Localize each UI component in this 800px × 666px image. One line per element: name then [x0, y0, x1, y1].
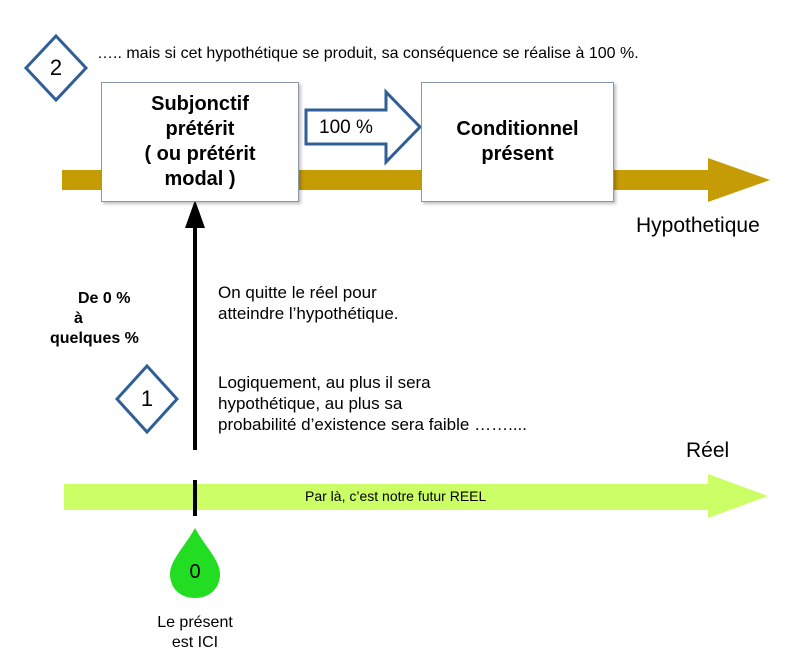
step1-diamond	[114, 363, 180, 435]
step1-number: 1	[140, 386, 154, 411]
step2-diamond	[23, 33, 89, 103]
vertical-arrow-head	[185, 200, 205, 228]
box-left-line: Subjonctif	[151, 93, 249, 115]
note1-line: atteindre l’hypothétique.	[218, 304, 399, 323]
box-right-line: Conditionnel	[456, 118, 579, 140]
probability-range-label: De 0 % à quelques %	[50, 289, 160, 349]
note1-line: On quitte le réel pour	[218, 283, 377, 302]
note2-line: Logiquement, au plus il sera	[218, 373, 431, 392]
present-caption: Le présent est ICI	[130, 613, 260, 653]
range-line: à	[74, 310, 83, 327]
transition-arrow-100	[304, 88, 423, 166]
box-left-line: modal )	[164, 168, 236, 190]
step2-number: 2	[49, 55, 63, 80]
note2-line: probabilité d’existence sera faible ……..…	[218, 415, 527, 434]
note2-line: hypothétique, au plus sa	[218, 394, 403, 413]
real-axis-arrow	[64, 474, 768, 518]
real-axis-label: Réel	[686, 439, 730, 462]
probability-note: Logiquement, au plus il sera hypothétiqu…	[218, 372, 527, 435]
range-line: De 0 %	[78, 290, 131, 307]
present-marker-number: 0	[189, 561, 201, 583]
present-caption-line: Le présent	[157, 614, 233, 631]
box-conditionnel-present: Conditionnel présent	[421, 82, 614, 202]
box-subjonctif-preterit: Subjonctif prétérit ( ou prétérit modal …	[101, 82, 299, 202]
box-right-line: présent	[481, 143, 554, 165]
hypothetical-axis-label: Hypothetique	[636, 214, 760, 237]
range-line: quelques %	[50, 330, 139, 347]
box-left-line: ( ou prétérit	[144, 143, 256, 165]
leave-real-note: On quitte le réel pour atteindre l’hypot…	[218, 282, 399, 324]
transition-arrow-label: 100 %	[319, 117, 373, 138]
present-drop-marker	[170, 528, 220, 598]
present-caption-line: est ICI	[171, 634, 219, 651]
hypothetical-axis-arrow	[62, 158, 770, 202]
real-axis-arrow-text: Par là, c’est notre futur REEL	[305, 488, 487, 504]
step2-note: ….. mais si cet hypothétique se produit,…	[97, 45, 639, 62]
box-left-line: prétérit	[165, 118, 235, 140]
